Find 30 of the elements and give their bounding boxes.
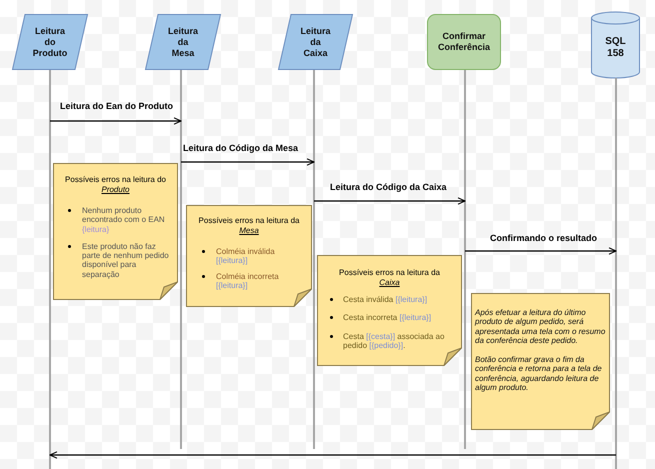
note-card: [317, 255, 462, 366]
shape-label: Leitura da Mesa: [166, 26, 199, 58]
message-label: Leitura do Código da Caixa: [330, 181, 447, 193]
list-item: Colméia inválida [{leitura}]: [200, 247, 296, 266]
list-item: Nenhum produto encontrado com o EAN {leitura}: [66, 206, 172, 234]
message-arrow: [50, 117, 182, 125]
message-arrow: [314, 197, 466, 205]
note-heading: Possíveis erros na leitura da Caixa: [338, 268, 441, 287]
message-label: Confirmando o resultado: [490, 232, 598, 244]
message-arrow: [465, 247, 617, 255]
shape-label: SQL 158: [604, 36, 627, 60]
note-card: [186, 205, 312, 307]
note-card: [53, 163, 178, 300]
note-card: [471, 293, 610, 430]
list-item: Cesta incorreta [{leitura}]: [328, 313, 449, 323]
note-text: Após efetuar a leitura do último produto de algum pedido, será apresentada uma tela com o resumo da conferência deste pedido.: [475, 308, 606, 346]
note-heading: Possíveis erros na leitura da Mesa: [198, 216, 300, 235]
message-arrow: [181, 158, 315, 166]
shape-label: Leitura do Produto: [32, 26, 68, 58]
message-label: Leitura do Ean do Produto: [60, 100, 173, 112]
note-heading: Possíveis erros na leitura do Produto: [64, 175, 167, 194]
message-arrow: [49, 451, 616, 459]
message-label: Leitura do Código da Mesa: [183, 142, 298, 154]
list-item: Cesta inválida [{leitura}]: [328, 295, 449, 304]
list-item: Este produto não faz parte de nenhum pedido disponível para separação: [66, 242, 172, 280]
list-item: Colméia incorreta [{leitura}]: [200, 272, 296, 291]
list-item: Cesta [{cesta}] associada ao pedido [{pedido}].: [328, 332, 449, 350]
shape-label: Confirmar Conferência: [436, 31, 491, 53]
note-text: Botão confirmar grava o fim da conferência e retorna para a tela de conferência, aguardando leitura de algum produto.: [475, 355, 603, 392]
shape-label: Leitura da Caixa: [299, 26, 332, 58]
